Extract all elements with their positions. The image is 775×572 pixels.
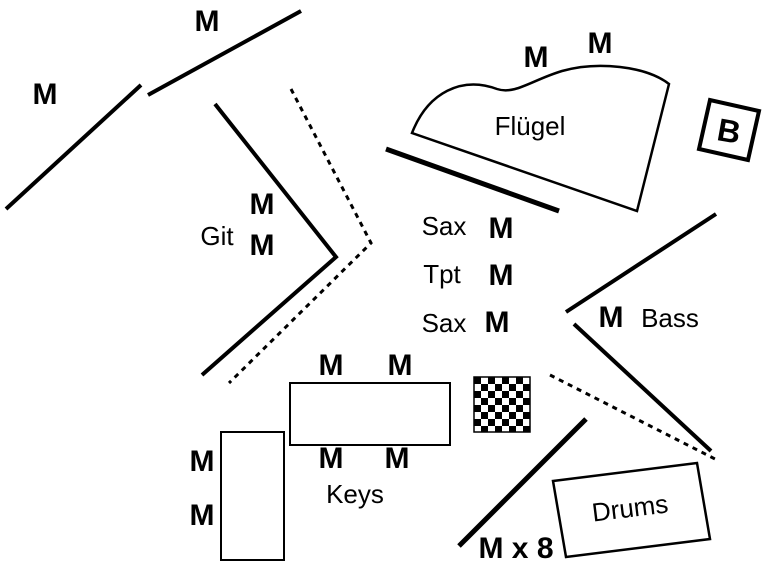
bass-line-upper: [564, 212, 718, 314]
label-mic-count: M x 8: [478, 532, 554, 565]
mic-marker-keys-top-left: M: [318, 349, 344, 382]
mic-marker-sax-front: M: [488, 212, 514, 245]
bass-line-lower: [572, 322, 713, 453]
guitar-corner-dotted-line: [227, 88, 373, 385]
bass-dotted-line: [549, 373, 720, 463]
mic-marker-sax-rear: M: [484, 306, 510, 339]
mic-marker-piano-left: M: [523, 41, 549, 74]
guitar-corner-line: [200, 102, 339, 377]
b-monitor-box: [696, 97, 762, 163]
keys-outline: [289, 382, 451, 446]
label-sax-rear: Sax: [421, 308, 467, 338]
mic-marker-cabinet-lower: M: [189, 499, 215, 532]
grand-piano-outline: [410, 64, 671, 213]
drums-outline: [551, 461, 712, 559]
label-fluegel: Flügel: [494, 111, 566, 141]
mic-marker-bass: M: [598, 301, 624, 334]
mic-marker-git-lower: M: [249, 229, 275, 262]
mic-marker-tpt: M: [488, 259, 514, 292]
label-sax-front: Sax: [421, 211, 467, 241]
mic-marker-keys-top-right: M: [387, 349, 413, 382]
mic-marker-keys-bot-right: M: [384, 442, 410, 475]
mic-marker-top-left: M: [194, 5, 220, 38]
mic-marker-keys-bot-left: M: [318, 442, 344, 475]
mic-marker-cabinet-upper: M: [189, 445, 215, 478]
label-keys: Keys: [326, 479, 384, 509]
riser-line-top-left: [147, 9, 302, 97]
mic-marker-far-left: M: [32, 78, 58, 111]
label-git: Git: [200, 221, 234, 251]
label-tpt: Tpt: [423, 259, 461, 289]
mic-marker-git-upper: M: [249, 188, 275, 221]
checkerboard-marker: [473, 376, 531, 433]
mic-marker-piano-right: M: [587, 27, 613, 60]
riser-line-far-left: [4, 83, 143, 211]
side-cabinet-outline: [220, 431, 285, 561]
drums-corner-line: [457, 417, 588, 548]
piano-front-line: [385, 146, 560, 214]
label-bass: Bass: [641, 303, 699, 333]
